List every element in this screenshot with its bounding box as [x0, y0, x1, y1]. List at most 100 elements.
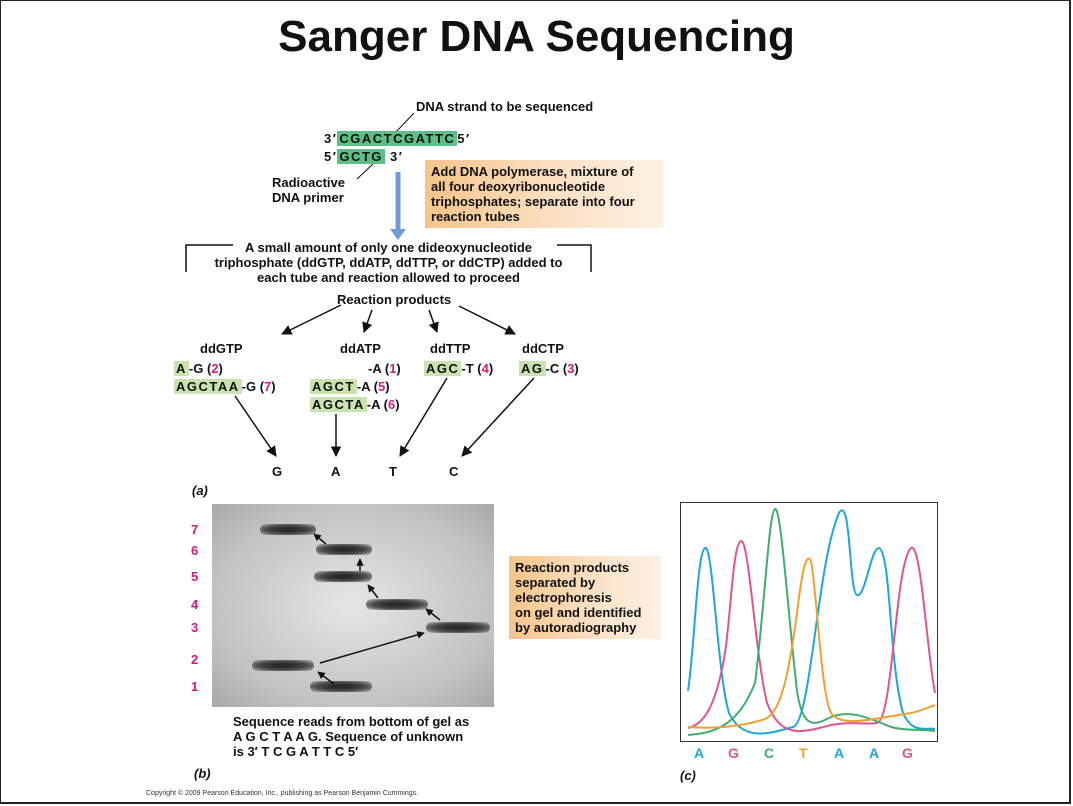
- band-number-4: 4: [191, 597, 199, 612]
- band-number: 3: [567, 361, 575, 376]
- band-number-6: 6: [191, 543, 199, 558]
- chromatogram: [680, 502, 938, 742]
- fragment-rest: -A (: [366, 397, 388, 412]
- lane-letter-t: T: [389, 464, 397, 479]
- ddntp-note-line: A small amount of only one dideoxynucleo…: [245, 240, 532, 255]
- fragment-highlight: AGC: [424, 361, 462, 376]
- note-bracket-right: [557, 244, 592, 272]
- strand-label: DNA strand to be sequenced: [416, 99, 594, 114]
- polymerase-box: Add DNA polymerase, mixture of all four …: [425, 160, 663, 228]
- arrow-to-ddatp: [362, 309, 373, 333]
- ddntp-note-line: triphosphate (ddGTP, ddATP, ddTTP, or dd…: [214, 255, 563, 270]
- ddntp-note-line: each tube and reaction allowed to procee…: [257, 270, 520, 285]
- fragment-highlight: AG: [519, 361, 546, 376]
- panel-c-label: (c): [680, 768, 696, 783]
- fragment-end: ): [488, 361, 494, 376]
- gel-arrow-4-5: [367, 584, 379, 599]
- fragment-end: ): [385, 379, 390, 394]
- gel-band-2: [252, 660, 314, 671]
- primer-label: Radioactive DNA primer: [272, 175, 345, 205]
- polymerase-line: Add DNA polymerase, mixture of: [431, 164, 634, 179]
- fragment-rest: -C (: [545, 361, 568, 376]
- base-call: A: [694, 745, 705, 761]
- band-number: 7: [264, 379, 272, 394]
- fragment-ddgtp-7: AGCTAA-G (7): [174, 378, 276, 395]
- fragment-rest: -T (: [461, 361, 482, 376]
- gel-arrow-3-4: [425, 608, 441, 621]
- trace-t-orange: [687, 557, 936, 729]
- arrow-to-lane-g: [234, 395, 277, 457]
- primer-prefix: 5′: [324, 149, 338, 164]
- fragment-highlight: AGCT: [310, 379, 357, 394]
- strand-pointer-line: [394, 112, 415, 134]
- base-call: C: [764, 745, 775, 761]
- template-suffix: 5′: [457, 131, 471, 146]
- electrophoresis-line: separated by: [515, 575, 596, 590]
- band-number: 2: [211, 361, 219, 376]
- primer-sequence: GCTG: [337, 149, 385, 164]
- polymerase-line: reaction tubes: [431, 209, 520, 224]
- band-number: 6: [387, 397, 396, 412]
- tube-ddgtp-label: ddGTP: [200, 341, 243, 356]
- gel-band-5: [314, 571, 372, 582]
- gel-band-6: [316, 544, 372, 555]
- gel-arrow-6-7: [313, 533, 327, 545]
- arrow-to-lane-c: [461, 377, 535, 457]
- band-number-2: 2: [191, 652, 199, 667]
- polymerase-line: triphosphates; separate into four: [431, 194, 635, 209]
- fragment-highlight: AGCTA: [310, 397, 367, 412]
- gel-arrow-1-2: [317, 671, 335, 685]
- reads-note-line: is 3′ T C G A T T C 5′: [233, 744, 359, 759]
- trace-c-green: [687, 507, 936, 736]
- fragment-highlight: A: [174, 361, 189, 376]
- lane-letter-c: C: [449, 464, 459, 479]
- chromatogram-traces: [687, 507, 936, 736]
- base-call: A: [869, 745, 880, 761]
- fragment-rest: -G (: [241, 379, 265, 394]
- electrophoresis-line: electrophoresis: [515, 590, 612, 605]
- fragment-end: ): [218, 361, 223, 376]
- base-call: A: [834, 745, 845, 761]
- fragment-end: ): [396, 361, 401, 376]
- fragment-ddatp-1: -A (1): [368, 360, 401, 377]
- note-bracket-left: [185, 244, 233, 272]
- tube-ddatp-label: ddATP: [340, 341, 381, 356]
- trace-a-blue: [687, 509, 936, 735]
- arrow-to-ddctp: [458, 305, 516, 335]
- primer-suffix: 3′: [390, 149, 404, 164]
- slide-title: Sanger DNA Sequencing: [278, 12, 795, 61]
- gel-arrows: [313, 533, 441, 685]
- panel-a-label: (a): [192, 483, 208, 498]
- fragment-rest: -G (: [188, 361, 212, 376]
- base-call: T: [799, 745, 808, 761]
- base-call: G: [728, 745, 739, 761]
- template-sequence: CGACTCGATTC: [337, 131, 458, 146]
- gel-band-1: [310, 681, 372, 692]
- fragment-rest: -A (: [356, 379, 379, 394]
- band-number-5: 5: [191, 569, 199, 584]
- flow-arrow-head: [390, 229, 406, 240]
- fragment-ddgtp-2: A-G (2): [174, 360, 223, 377]
- panel-b-label: (b): [194, 766, 211, 781]
- fragment-rest: -A (: [368, 361, 390, 376]
- band-number: 5: [378, 379, 386, 394]
- tube-ddctp-label: ddCTP: [522, 341, 564, 356]
- lane-letter-a: A: [331, 464, 341, 479]
- band-number-7: 7: [191, 522, 199, 537]
- band-number-3: 3: [191, 620, 199, 635]
- fragment-ddttp-4: AGC-T (4): [424, 360, 493, 377]
- fragment-ddatp-5: AGCT-A (5): [310, 378, 390, 395]
- band-number: 1: [389, 361, 397, 376]
- base-call: G: [902, 745, 913, 761]
- fragment-ddctp-3: AG-C (3): [519, 360, 579, 377]
- fragment-end: ): [271, 379, 276, 394]
- electrophoresis-line: Reaction products: [515, 560, 630, 575]
- reads-note-line: A G C T A A G. Sequence of unknown: [233, 729, 464, 744]
- copyright-notice: Copyright © 2009 Pearson Education, Inc.…: [146, 790, 419, 797]
- base-call-row: A G C T A A G: [686, 745, 926, 763]
- arrow-to-ddttp: [428, 309, 439, 333]
- electrophoresis-line: by autoradiography: [515, 620, 637, 635]
- primer-strand: 5′GCTG 3′: [324, 149, 403, 164]
